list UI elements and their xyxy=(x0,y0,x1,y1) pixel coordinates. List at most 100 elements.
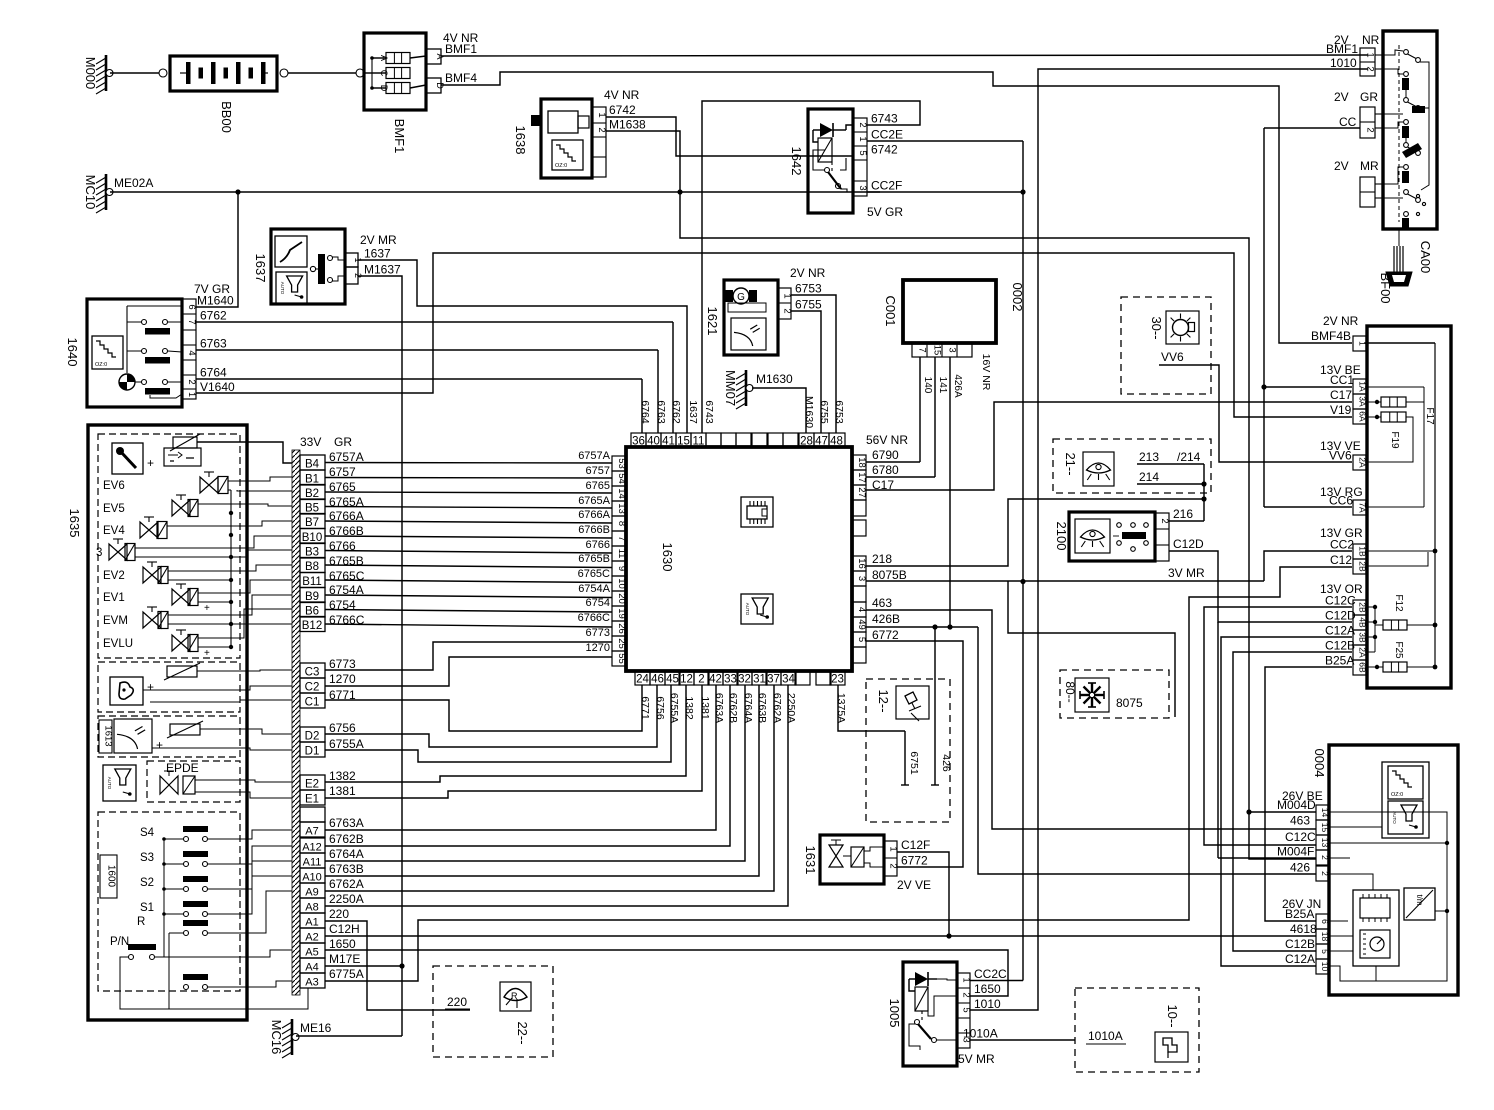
svg-text:1375A: 1375A xyxy=(835,693,847,723)
svg-text:+: + xyxy=(147,680,154,694)
svg-text:2: 2 xyxy=(961,992,972,997)
svg-text:2250A: 2250A xyxy=(785,693,797,723)
svg-text:1010: 1010 xyxy=(974,997,1001,1011)
svg-text:6773: 6773 xyxy=(329,657,356,671)
svg-text:C12D: C12D xyxy=(1173,537,1204,551)
svg-text:R: R xyxy=(511,991,518,1001)
svg-text:6765: 6765 xyxy=(329,480,356,494)
svg-text:A1: A1 xyxy=(305,917,318,929)
svg-text:1: 1 xyxy=(187,392,197,397)
svg-text:1650: 1650 xyxy=(974,982,1001,996)
svg-text:CA00: CA00 xyxy=(1418,241,1433,274)
svg-text:6763: 6763 xyxy=(200,337,227,351)
svg-text:4V NR: 4V NR xyxy=(604,88,640,102)
svg-text:6765A: 6765A xyxy=(578,495,610,507)
svg-text:AUTO: AUTO xyxy=(745,603,750,616)
svg-text:6754: 6754 xyxy=(329,598,356,612)
svg-text:S3: S3 xyxy=(140,852,154,864)
svg-text:6756: 6756 xyxy=(654,696,666,720)
svg-text:OZ:0: OZ:0 xyxy=(555,163,567,169)
svg-text:26V BE: 26V BE xyxy=(1282,789,1323,803)
svg-text:M1630: M1630 xyxy=(803,396,815,428)
svg-text:/214: /214 xyxy=(1177,450,1201,464)
svg-text:11: 11 xyxy=(693,436,705,448)
svg-text:CC2C: CC2C xyxy=(974,967,1007,981)
svg-text:6766B: 6766B xyxy=(329,524,364,538)
svg-text:12: 12 xyxy=(680,674,693,686)
svg-text:11: 11 xyxy=(616,549,627,559)
svg-text:6790: 6790 xyxy=(872,448,899,462)
svg-text:3A: 3A xyxy=(1358,396,1368,407)
svg-text:A8: A8 xyxy=(305,902,318,914)
svg-text:1: 1 xyxy=(888,846,899,851)
svg-text:45: 45 xyxy=(666,674,679,686)
svg-text:6742: 6742 xyxy=(609,103,636,117)
svg-text:6771: 6771 xyxy=(639,696,651,720)
svg-text:1B: 1B xyxy=(1358,546,1368,557)
svg-text:3: 3 xyxy=(96,547,102,559)
svg-text:21--: 21-- xyxy=(1063,452,1078,475)
svg-text:A: A xyxy=(435,53,445,59)
svg-text:S1: S1 xyxy=(140,902,154,914)
svg-text:AUTO: AUTO xyxy=(107,777,112,790)
svg-text:+: + xyxy=(147,456,154,470)
svg-text:1: 1 xyxy=(1366,52,1376,57)
svg-text:B12: B12 xyxy=(302,620,322,632)
svg-text:V19: V19 xyxy=(1330,403,1352,417)
svg-text:C17: C17 xyxy=(872,478,894,492)
svg-text:ME16: ME16 xyxy=(300,1021,332,1035)
svg-text:54: 54 xyxy=(616,473,627,484)
svg-text:5: 5 xyxy=(961,1007,972,1012)
svg-text:2: 2 xyxy=(186,379,197,384)
svg-text:2100: 2100 xyxy=(1054,522,1069,551)
svg-text:4V NR: 4V NR xyxy=(443,31,479,45)
svg-text:15: 15 xyxy=(932,345,943,356)
svg-text:1: 1 xyxy=(1358,341,1368,346)
svg-text:4: 4 xyxy=(856,607,867,612)
svg-text:6755: 6755 xyxy=(795,298,822,312)
svg-text:E1: E1 xyxy=(305,794,319,806)
svg-text:2B: 2B xyxy=(1358,561,1368,572)
svg-text:3: 3 xyxy=(947,347,958,352)
svg-text:27: 27 xyxy=(856,487,867,498)
svg-text:6766C: 6766C xyxy=(578,612,610,624)
svg-text:D2: D2 xyxy=(305,731,320,743)
svg-text:CC1: CC1 xyxy=(1330,373,1354,387)
svg-text:2A: 2A xyxy=(1358,647,1368,658)
svg-text:2: 2 xyxy=(1320,871,1330,876)
svg-text:141: 141 xyxy=(937,377,948,394)
svg-text:1010: 1010 xyxy=(1330,56,1357,70)
svg-text:EV1: EV1 xyxy=(103,592,125,604)
svg-text:V1640: V1640 xyxy=(200,380,235,394)
svg-text:6762B: 6762B xyxy=(329,832,364,846)
svg-text:6754A: 6754A xyxy=(329,583,364,597)
svg-text:EPDE: EPDE xyxy=(166,761,199,775)
svg-text:49: 49 xyxy=(856,619,867,630)
svg-text:1637: 1637 xyxy=(253,254,268,283)
svg-text:24: 24 xyxy=(636,674,649,686)
svg-text:6766: 6766 xyxy=(329,539,356,553)
svg-text:BF00: BF00 xyxy=(1378,272,1393,303)
svg-text:2V NR: 2V NR xyxy=(1323,314,1359,328)
svg-text:OZ:0: OZ:0 xyxy=(1391,792,1403,798)
svg-text:M1640: M1640 xyxy=(197,294,234,308)
svg-text:B7: B7 xyxy=(305,517,319,529)
svg-text:6764: 6764 xyxy=(639,400,651,424)
svg-text:13V VE: 13V VE xyxy=(1320,439,1361,453)
svg-text:C12B: C12B xyxy=(1285,937,1315,951)
svg-text:1381: 1381 xyxy=(329,784,356,798)
svg-text:2: 2 xyxy=(888,863,899,868)
svg-text:G: G xyxy=(737,292,745,303)
svg-text:2: 2 xyxy=(596,127,607,132)
svg-text:1010A: 1010A xyxy=(963,1027,998,1041)
svg-text:A12: A12 xyxy=(302,842,322,854)
svg-text:6754: 6754 xyxy=(586,597,610,609)
svg-text:6775A: 6775A xyxy=(329,967,364,981)
svg-text:220: 220 xyxy=(329,907,349,921)
svg-text:17: 17 xyxy=(856,472,867,483)
svg-text:140: 140 xyxy=(922,377,933,394)
svg-text:MM07: MM07 xyxy=(723,370,738,406)
svg-text:8075B: 8075B xyxy=(872,568,907,582)
svg-text:56V NR: 56V NR xyxy=(866,433,908,447)
svg-text:4618: 4618 xyxy=(1290,922,1317,936)
